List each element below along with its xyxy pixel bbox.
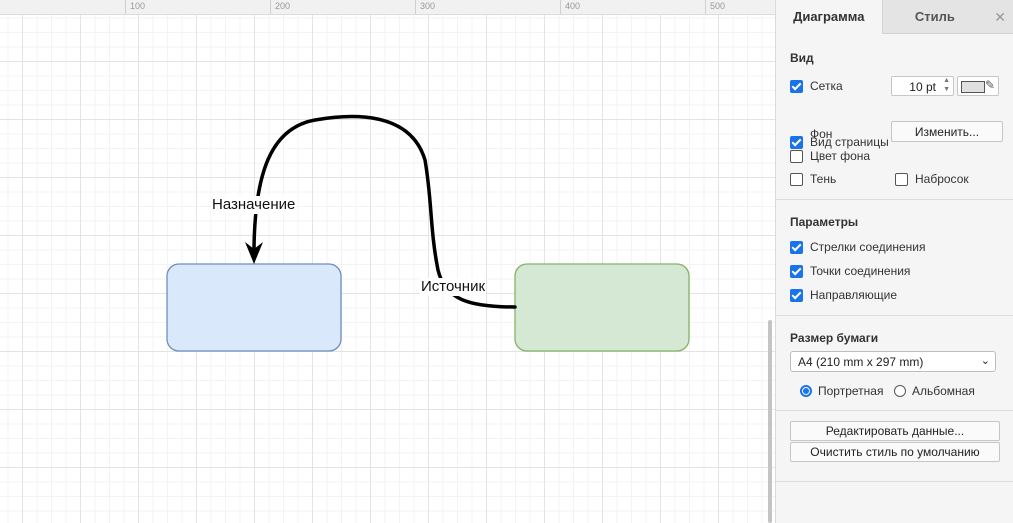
target-edge-label[interactable]: Назначение [211,196,297,214]
grid-color-swatch [961,81,985,93]
sketch-option[interactable]: Набросок [895,170,969,188]
ruler-label: 300 [420,1,436,11]
connection-arrows-label: Стрелки соединения [810,240,926,254]
grid-color-picker[interactable]: ✎ [957,76,999,96]
guides-option[interactable]: Направляющие [790,286,897,304]
source-edge-label[interactable]: Источник [420,278,487,296]
connection-arrows-option[interactable]: Стрелки соединения [790,238,925,256]
shadow-option[interactable]: Тень [790,170,836,188]
vertical-scrollbar[interactable] [768,320,772,523]
sketch-label: Набросок [915,172,969,186]
connection-arrows-checkbox[interactable] [790,240,803,254]
background-label: Фон [810,127,833,141]
landscape-label: Альбомная [912,384,975,398]
change-background-button[interactable]: Изменить... [891,121,1003,142]
ruler-label: 100 [130,1,146,11]
page-view-label: Вид страницы [810,135,889,149]
paper-size-section: Размер бумаги A4 (210 mm x 297 mm) ⌄ Пор… [776,316,1013,411]
landscape-radio[interactable] [894,385,906,397]
paper-size-value: A4 (210 mm x 297 mm) [798,355,924,369]
actions-section: Редактировать данные... Очистить стиль п… [776,411,1013,482]
grid-label: Сетка [810,79,843,93]
view-section: Вид Сетка 10 pt ▲ ▼ ✎ Вид страницы Фон И… [776,34,1013,200]
sketch-checkbox[interactable] [895,172,908,186]
grid-size-stepper[interactable]: 10 pt ▲ ▼ [891,76,954,96]
ruler-label: 500 [710,1,726,11]
edit-data-button[interactable]: Редактировать данные... [790,421,1000,441]
bg-color-label: Цвет фона [810,149,871,163]
connection-points-checkbox[interactable] [790,264,803,278]
portrait-option[interactable]: Портретная [800,382,883,400]
arrow-head [245,242,263,264]
stepper-down-icon[interactable]: ▼ [943,86,950,93]
portrait-label: Портретная [818,384,884,398]
paper-size-title: Размер бумаги [790,331,879,345]
paper-size-select[interactable]: A4 (210 mm x 297 mm) ⌄ [790,351,996,372]
bg-color-checkbox[interactable] [790,149,803,163]
ruler-label: 400 [565,1,581,11]
tab-diagram[interactable]: Диаграмма [776,0,882,34]
portrait-radio[interactable] [800,385,812,397]
diagram-svg [166,114,690,352]
target-shape[interactable] [166,263,342,352]
chevron-down-icon: ⌄ [980,355,990,367]
grid-checkbox[interactable] [790,79,803,93]
tab-style[interactable]: Стиль [881,0,988,34]
connection-points-label: Точки соединения [810,264,911,278]
options-section-title: Параметры [790,215,859,229]
page-view-checkbox[interactable] [790,135,803,149]
diagram-canvas[interactable]: Назначение Источник 100 200 300 400 500 [0,0,775,523]
close-icon[interactable]: ✕ [987,0,1013,34]
options-section: Параметры Стрелки соединения Точки соеди… [776,200,1013,316]
panel-tabs: Диаграмма Стиль ✕ [776,0,1013,34]
view-section-title: Вид [790,51,814,65]
clear-default-style-button[interactable]: Очистить стиль по умолчанию [790,442,1000,462]
landscape-option[interactable]: Альбомная [894,382,975,400]
stepper-up-icon[interactable]: ▲ [943,77,950,84]
eyedropper-icon[interactable]: ✎ [984,78,995,92]
format-panel: Диаграмма Стиль ✕ Вид Сетка 10 pt ▲ ▼ ✎ … [775,0,1013,523]
guides-label: Направляющие [810,288,898,302]
connection-points-option[interactable]: Точки соединения [790,262,910,280]
grid-option[interactable]: Сетка [790,77,843,95]
shadow-label: Тень [810,172,837,186]
page-view-option[interactable]: Вид страницы [790,133,889,151]
horizontal-ruler: 100 200 300 400 500 [0,0,775,15]
shadow-checkbox[interactable] [790,172,803,186]
bg-color-option[interactable]: Цвет фона [790,147,870,165]
grid-size-value: 10 pt [909,80,936,94]
source-shape[interactable] [514,263,690,352]
guides-checkbox[interactable] [790,288,803,302]
ruler-label: 200 [275,1,291,11]
